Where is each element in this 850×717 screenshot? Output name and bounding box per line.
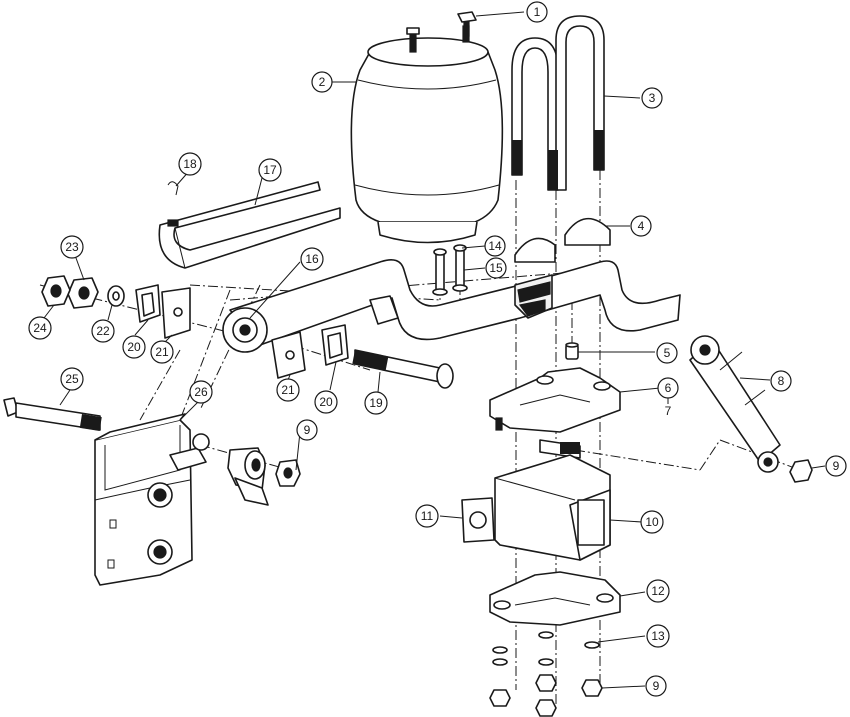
callout-14: 14 bbox=[484, 235, 506, 257]
callout-9-bottom: 9 bbox=[645, 675, 667, 697]
callout-2: 2 bbox=[311, 71, 333, 93]
callout-10: 10 bbox=[640, 510, 664, 534]
svg-text:11: 11 bbox=[421, 509, 434, 523]
bushing bbox=[227, 447, 301, 506]
svg-text:15: 15 bbox=[489, 261, 503, 275]
svg-text:3: 3 bbox=[649, 91, 656, 105]
axle-wedges bbox=[514, 217, 611, 263]
leader-lines bbox=[43, 11, 826, 689]
spacer bbox=[565, 342, 579, 360]
svg-text:20: 20 bbox=[319, 395, 333, 409]
callout-24: 24 bbox=[28, 316, 52, 340]
top-nut bbox=[457, 11, 477, 37]
callout-19: 19 bbox=[364, 391, 388, 415]
air-spring bbox=[350, 25, 504, 244]
svg-text:2: 2 bbox=[319, 75, 326, 89]
callout-18: 18 bbox=[178, 152, 202, 176]
square-washer bbox=[461, 497, 495, 543]
callout-15: 15 bbox=[485, 257, 507, 279]
clip bbox=[167, 181, 179, 196]
callout-22: 22 bbox=[91, 319, 115, 343]
svg-text:5: 5 bbox=[664, 346, 671, 360]
svg-text:9: 9 bbox=[304, 423, 311, 437]
svg-text:8: 8 bbox=[778, 374, 785, 388]
callout-9-shock: 9 bbox=[825, 455, 847, 477]
studs bbox=[432, 244, 468, 296]
callout-13: 13 bbox=[646, 624, 670, 648]
svg-text:14: 14 bbox=[488, 239, 502, 253]
long-bolt bbox=[3, 397, 102, 431]
svg-text:21: 21 bbox=[155, 345, 169, 359]
svg-text:13: 13 bbox=[651, 629, 665, 643]
hanger-bracket bbox=[94, 413, 210, 586]
svg-text:18: 18 bbox=[183, 157, 197, 171]
callout-16: 16 bbox=[300, 247, 324, 271]
callout-25: 25 bbox=[60, 367, 84, 391]
bottom-hardware bbox=[489, 631, 603, 717]
svg-text:6: 6 bbox=[665, 381, 672, 395]
svg-text:22: 22 bbox=[96, 324, 110, 338]
svg-text:12: 12 bbox=[651, 584, 665, 598]
lower-seat bbox=[489, 571, 621, 626]
svg-text:24: 24 bbox=[33, 321, 47, 335]
callout-9-bushing: 9 bbox=[296, 419, 318, 441]
svg-text:9: 9 bbox=[653, 679, 660, 693]
svg-text:1: 1 bbox=[534, 5, 541, 19]
svg-text:25: 25 bbox=[65, 372, 79, 386]
svg-text:19: 19 bbox=[369, 396, 383, 410]
svg-text:4: 4 bbox=[638, 219, 645, 233]
callout-8: 8 bbox=[770, 370, 792, 392]
callout-1: 1 bbox=[526, 1, 548, 23]
shock-absorber bbox=[689, 335, 813, 483]
callout-21-right: 21 bbox=[276, 378, 300, 402]
callout-11: 11 bbox=[415, 504, 439, 528]
svg-text:26: 26 bbox=[194, 385, 208, 399]
svg-text:9: 9 bbox=[833, 459, 840, 473]
svg-text:17: 17 bbox=[263, 163, 277, 177]
svg-text:7: 7 bbox=[665, 404, 672, 418]
callout-21-left: 21 bbox=[150, 340, 174, 364]
axle-tube bbox=[494, 454, 611, 561]
callout-17: 17 bbox=[258, 158, 282, 182]
u-bolts bbox=[511, 15, 605, 191]
svg-text:20: 20 bbox=[127, 340, 141, 354]
callout-23: 23 bbox=[60, 235, 84, 259]
trailing-arm bbox=[222, 259, 681, 353]
callout-20-right: 20 bbox=[314, 390, 338, 414]
svg-text:21: 21 bbox=[281, 383, 295, 397]
svg-text:10: 10 bbox=[645, 515, 659, 529]
shims-right bbox=[271, 324, 349, 379]
callout-12: 12 bbox=[646, 579, 670, 603]
svg-text:23: 23 bbox=[65, 240, 79, 254]
callout-6: 6 bbox=[657, 377, 679, 399]
svg-text:16: 16 bbox=[305, 252, 319, 266]
callout-5: 5 bbox=[656, 342, 678, 364]
pivot-bolt bbox=[352, 349, 454, 389]
callout-20-left: 20 bbox=[122, 335, 146, 359]
upper-seat bbox=[489, 367, 621, 459]
callout-4: 4 bbox=[630, 215, 652, 237]
left-fasteners bbox=[41, 275, 125, 309]
shims-left bbox=[135, 284, 191, 339]
callout-3: 3 bbox=[641, 87, 663, 109]
leaf-plate bbox=[158, 181, 341, 269]
callout-7: 7 bbox=[661, 398, 675, 418]
callout-26: 26 bbox=[189, 380, 213, 404]
